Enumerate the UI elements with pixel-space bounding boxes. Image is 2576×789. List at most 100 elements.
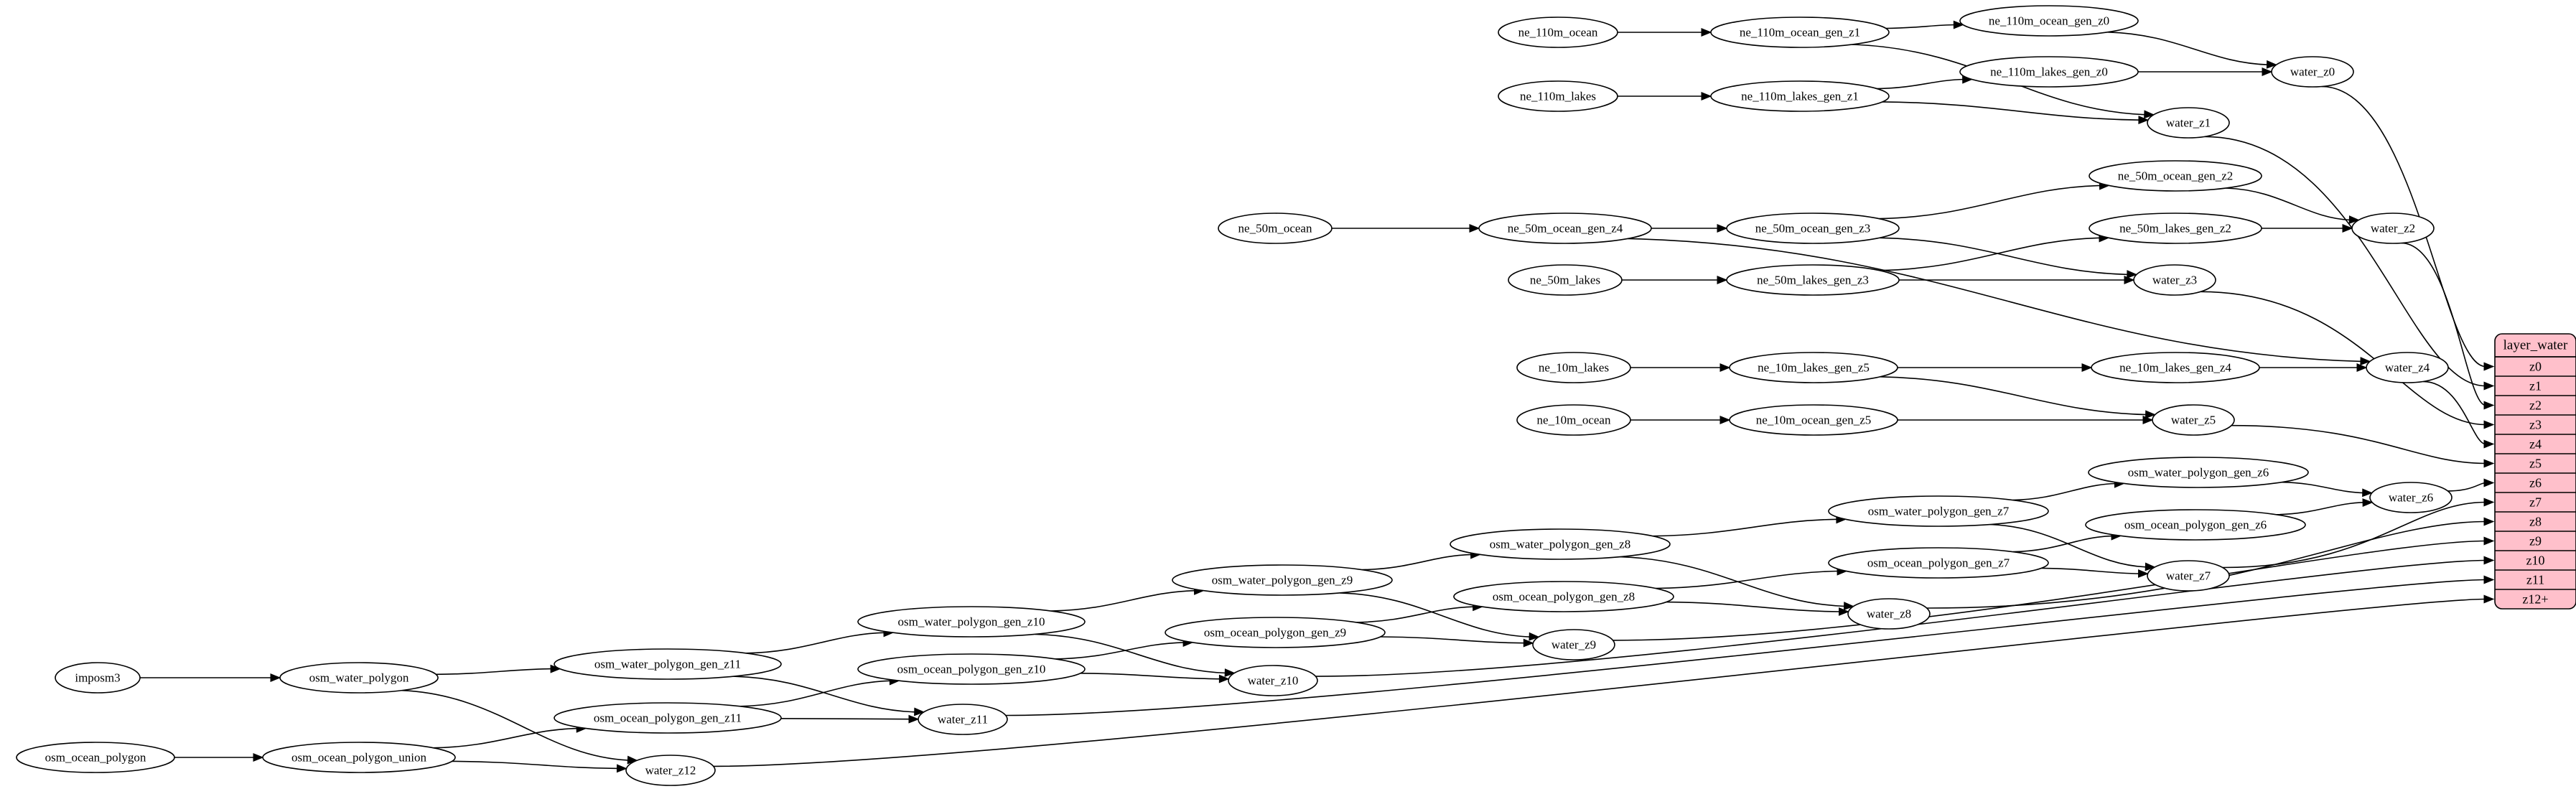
edge-ne_10m_lakes_gen_z5-to-water_z5 xyxy=(1880,376,2147,416)
edge-osm_water_polygon_gen_z10-to-osm_water_polygon_gen_z9 xyxy=(1051,589,1196,612)
edge-arrowhead xyxy=(2142,416,2154,424)
node-water_z6[interactable]: water_z6 xyxy=(2369,482,2453,513)
node-ne_50m_ocean[interactable]: ne_50m_ocean xyxy=(1218,213,1333,244)
edge-water_z2-to-layer_water-z2 xyxy=(2401,242,2486,406)
node-osm_ocean_polygon_gen_z6[interactable]: osm_ocean_polygon_gen_z6 xyxy=(2085,509,2306,541)
node-shape xyxy=(2089,213,2262,244)
node-ne_50m_lakes_gen_z3[interactable]: ne_50m_lakes_gen_z3 xyxy=(1726,264,1900,296)
node-ne_50m_ocean_gen_z2[interactable]: ne_50m_ocean_gen_z2 xyxy=(2089,160,2262,192)
edge-osm_ocean_polygon_gen_z9-to-osm_ocean_polygon_gen_z8 xyxy=(1356,606,1475,623)
edge-water_z12-to-layer_water-z12+ xyxy=(713,598,2486,767)
node-ne_50m_ocean_gen_z3[interactable]: ne_50m_ocean_gen_z3 xyxy=(1726,213,1900,244)
node-shape xyxy=(1828,495,2049,527)
node-shape xyxy=(2271,56,2354,88)
node-ne_110m_ocean[interactable]: ne_110m_ocean xyxy=(1498,17,1618,48)
edge-arrowhead xyxy=(2483,439,2495,449)
edge-arrowhead xyxy=(2483,498,2495,507)
edge-arrowhead xyxy=(908,714,920,724)
edge-arrowhead xyxy=(2348,215,2360,224)
node-ne_50m_lakes[interactable]: ne_50m_lakes xyxy=(1508,264,1623,296)
node-ne_10m_lakes_gen_z4[interactable]: ne_10m_lakes_gen_z4 xyxy=(2091,352,2260,383)
node-ne_10m_ocean[interactable]: ne_10m_ocean xyxy=(1516,404,1631,436)
edge-arrowhead xyxy=(2483,478,2495,487)
node-water_z11[interactable]: water_z11 xyxy=(918,704,1008,735)
edge-arrowhead xyxy=(1701,92,1712,101)
node-osm_ocean_polygon[interactable]: osm_ocean_polygon xyxy=(16,742,175,773)
edge-ne_50m_ocean_gen_z4-to-water_z4 xyxy=(1628,238,2363,363)
edge-arrowhead xyxy=(2356,363,2368,372)
node-water_z0[interactable]: water_z0 xyxy=(2271,56,2354,88)
node-shape xyxy=(2369,482,2453,513)
node-ne_110m_lakes_gen_z1[interactable]: ne_110m_lakes_gen_z1 xyxy=(1710,80,1890,112)
node-osm_ocean_polygon_gen_z7[interactable]: osm_ocean_polygon_gen_z7 xyxy=(1828,547,2049,579)
node-osm_water_polygon[interactable]: osm_water_polygon xyxy=(279,662,439,694)
node-shape xyxy=(1847,598,1931,630)
edge-arrowhead xyxy=(2483,517,2495,526)
edge-osm_ocean_polygon_union-to-water_z12 xyxy=(452,760,619,770)
edge-arrowhead xyxy=(2483,536,2495,546)
node-shape xyxy=(2366,352,2449,383)
edge-arrowhead xyxy=(1224,668,1236,678)
node-water_z12[interactable]: water_z12 xyxy=(625,755,716,786)
node-ne_10m_ocean_gen_z5[interactable]: ne_10m_ocean_gen_z5 xyxy=(1729,404,1898,436)
node-water_z10[interactable]: water_z10 xyxy=(1228,665,1318,696)
edge-water_z5-to-layer_water-z5 xyxy=(2231,424,2486,464)
node-osm_ocean_polygon_gen_z9[interactable]: osm_ocean_polygon_gen_z9 xyxy=(1165,617,1386,648)
node-shape xyxy=(625,755,716,786)
node-osm_ocean_polygon_gen_z8[interactable]: osm_ocean_polygon_gen_z8 xyxy=(1453,581,1674,612)
node-shape xyxy=(1516,352,1631,383)
node-water_z8[interactable]: water_z8 xyxy=(1847,598,1931,630)
node-osm_water_polygon_gen_z10[interactable]: osm_water_polygon_gen_z10 xyxy=(857,606,1086,638)
edge-arrowhead xyxy=(2483,556,2495,565)
node-water_z9[interactable]: water_z9 xyxy=(1532,629,1615,660)
node-shape xyxy=(1172,564,1393,596)
node-water_z1[interactable]: water_z1 xyxy=(2147,107,2230,139)
node-shape xyxy=(262,742,456,773)
node-shape xyxy=(1516,404,1631,436)
node-osm_water_polygon_gen_z7[interactable]: osm_water_polygon_gen_z7 xyxy=(1828,495,2049,527)
node-ne_10m_lakes_gen_z5[interactable]: ne_10m_lakes_gen_z5 xyxy=(1729,352,1898,383)
edge-arrowhead xyxy=(1523,638,1534,648)
node-ne_110m_lakes[interactable]: ne_110m_lakes xyxy=(1498,80,1618,112)
edge-arrowhead xyxy=(2138,116,2150,124)
edge-osm_water_polygon_gen_z9-to-osm_water_polygon_gen_z8 xyxy=(1362,554,1473,571)
edge-osm_water_polygon_gen_z8-to-osm_water_polygon_gen_z7 xyxy=(1653,518,1838,537)
node-osm_water_polygon_gen_z8[interactable]: osm_water_polygon_gen_z8 xyxy=(1450,528,1671,560)
edge-osm_water_polygon_gen_z6-to-water_z6 xyxy=(2281,481,2364,494)
node-osm_water_polygon_gen_z11[interactable]: osm_water_polygon_gen_z11 xyxy=(554,648,782,680)
node-ne_110m_lakes_gen_z0[interactable]: ne_110m_lakes_gen_z0 xyxy=(1959,56,2139,88)
edge-ne_50m_ocean_gen_z3-to-ne_50m_ocean_gen_z2 xyxy=(1879,185,2101,220)
node-ne_50m_ocean_gen_z4[interactable]: ne_50m_ocean_gen_z4 xyxy=(1478,213,1652,244)
node-shape xyxy=(55,662,141,694)
node-water_z2[interactable]: water_z2 xyxy=(2351,213,2435,244)
node-imposm3[interactable]: imposm3 xyxy=(55,662,141,694)
edge-osm_ocean_polygon_gen_z6-to-water_z6 xyxy=(2276,502,2365,515)
edge-arrowhead xyxy=(1843,602,1854,611)
node-shape xyxy=(279,662,439,694)
node-water_z3[interactable]: water_z3 xyxy=(2133,264,2216,296)
node-ne_50m_lakes_gen_z2[interactable]: ne_50m_lakes_gen_z2 xyxy=(2089,213,2262,244)
node-shape xyxy=(2147,560,2230,592)
edge-osm_ocean_polygon_gen_z10-to-water_z10 xyxy=(1080,673,1221,680)
edge-arrowhead xyxy=(550,664,561,673)
edge-ne_50m_lakes_gen_z3-to-ne_50m_lakes_gen_z2 xyxy=(1879,237,2101,271)
node-osm_ocean_polygon_gen_z10[interactable]: osm_ocean_polygon_gen_z10 xyxy=(857,653,1086,685)
node-osm_water_polygon_gen_z9[interactable]: osm_water_polygon_gen_z9 xyxy=(1172,564,1393,596)
node-shape xyxy=(2133,264,2216,296)
edge-arrowhead xyxy=(1529,632,1540,641)
node-osm_ocean_polygon_union[interactable]: osm_ocean_polygon_union xyxy=(262,742,456,773)
node-water_z5[interactable]: water_z5 xyxy=(2152,404,2235,436)
edge-ne_50m_ocean_gen_z3-to-water_z3 xyxy=(1879,237,2129,276)
layer-water-record-node[interactable]: layer_waterz0z1z2z3z4z5z6z7z8z9z10z11z12… xyxy=(2494,333,2576,610)
node-osm_water_polygon_gen_z6[interactable]: osm_water_polygon_gen_z6 xyxy=(2088,457,2309,488)
edge-arrowhead xyxy=(1719,363,1731,372)
node-water_z4[interactable]: water_z4 xyxy=(2366,352,2449,383)
node-ne_10m_lakes[interactable]: ne_10m_lakes xyxy=(1516,352,1631,383)
edge-osm_water_polygon-to-osm_water_polygon_gen_z11 xyxy=(436,668,553,676)
node-ne_110m_ocean_gen_z0[interactable]: ne_110m_ocean_gen_z0 xyxy=(1959,5,2139,37)
node-water_z7[interactable]: water_z7 xyxy=(2147,560,2230,592)
node-osm_ocean_polygon_gen_z11[interactable]: osm_ocean_polygon_gen_z11 xyxy=(554,702,782,734)
edge-arrowhead xyxy=(616,764,627,773)
node-ne_110m_ocean_gen_z1[interactable]: ne_110m_ocean_gen_z1 xyxy=(1710,17,1890,48)
